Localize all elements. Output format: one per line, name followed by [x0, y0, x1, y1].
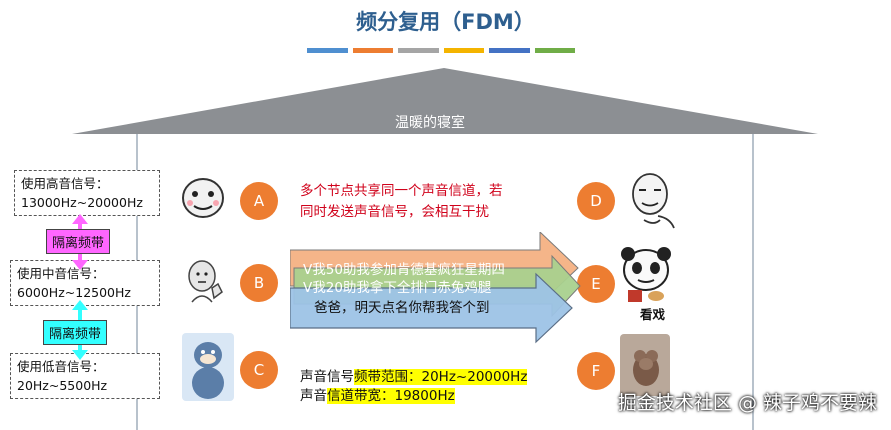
underline-bar-5	[489, 48, 530, 53]
band-mid-name: 使用中音信号：	[17, 266, 105, 281]
house-roof	[72, 68, 818, 134]
signal-arrow-1-text: V我50助我参加肯德基疯狂星期四	[303, 262, 505, 278]
title-underline-bars	[307, 48, 575, 53]
channel-bandwidth-label: 信道带宽：19800Hz	[327, 388, 455, 404]
band-low-name: 使用低音信号：	[17, 359, 105, 374]
interference-note: 多个节点共享同一个声音信道，若 同时发送声音信号，会相互干扰	[300, 181, 503, 223]
underline-bar-4	[443, 48, 484, 53]
frequency-info: 声音信号频带范围：20Hz~20000Hz 声音信道带宽：19800Hz	[300, 368, 528, 406]
footer-watermark: 掘金技术社区 @ 辣子鸡不要辣	[617, 392, 877, 414]
cartoon-cat-sticker-c	[182, 333, 234, 401]
node-b: B	[240, 264, 278, 302]
meme-face-sticker-d	[632, 173, 675, 229]
house-wall-right	[752, 134, 754, 430]
mouse-photo-sticker-f	[620, 334, 670, 396]
house-label: 温暖的寝室	[395, 115, 465, 131]
underline-bar-1	[307, 48, 348, 53]
band-high-name: 使用高音信号：	[21, 176, 109, 191]
page-title: 频分复用（FDM）	[356, 10, 535, 34]
channel-bandwidth-line: 声音信道带宽：19800Hz	[300, 387, 527, 406]
node-c: C	[240, 351, 278, 389]
panda-face-sticker-a	[182, 178, 224, 218]
underline-bar-6	[534, 48, 575, 53]
signal-arrow-3	[290, 272, 573, 344]
band-low-range: 20Hz~5500Hz	[17, 378, 108, 393]
sticker-caption: 看戏	[640, 307, 666, 322]
band-mid: 使用中音信号： 6000Hz~12500Hz	[10, 260, 160, 306]
band-low: 使用低音信号： 20Hz~5500Hz	[10, 353, 160, 399]
band-mid-range: 6000Hz~12500Hz	[17, 285, 131, 300]
underline-bar-2	[352, 48, 393, 53]
band-high: 使用高音信号： 13000Hz~20000Hz	[14, 170, 160, 216]
channel-bandwidth-value: 19800Hz	[394, 388, 455, 404]
signal-arrow-2-text: V我20助我拿下全排门赤兔鸡腿	[303, 280, 492, 296]
signal-arrow-3-text: 爸爸，明天点名你帮我答个到	[314, 300, 490, 316]
node-e: E	[577, 265, 615, 303]
frequency-range-label: 频带范围：20Hz~20000Hz	[354, 369, 528, 385]
interference-note-line-1: 多个节点共享同一个声音信道，若	[300, 183, 503, 199]
thumbs-up-sticker-b	[188, 260, 223, 303]
interference-note-line-2: 同时发送声音信号，会相互干扰	[300, 204, 489, 220]
signal-arrows	[290, 232, 581, 344]
channel-bandwidth-label-text: 信道带宽：	[327, 388, 395, 404]
band-high-range: 13000Hz~20000Hz	[21, 195, 143, 210]
panda-watching-sticker-e	[621, 247, 671, 302]
node-d: D	[577, 182, 615, 220]
frequency-range-label-text: 频带范围：	[354, 369, 422, 385]
guard-band-label-1: 隔离频带	[46, 229, 111, 254]
roof-triangle	[72, 68, 818, 134]
node-f: F	[577, 352, 615, 390]
channel-bandwidth-prefix: 声音	[300, 388, 327, 404]
guard-band-label-2: 隔离频带	[43, 320, 108, 345]
frequency-range-value: 20Hz~20000Hz	[421, 369, 528, 385]
node-a: A	[240, 182, 278, 220]
underline-bar-3	[398, 48, 439, 53]
frequency-range-line: 声音信号频带范围：20Hz~20000Hz	[300, 368, 528, 387]
frequency-range-prefix: 声音信号	[300, 369, 354, 385]
